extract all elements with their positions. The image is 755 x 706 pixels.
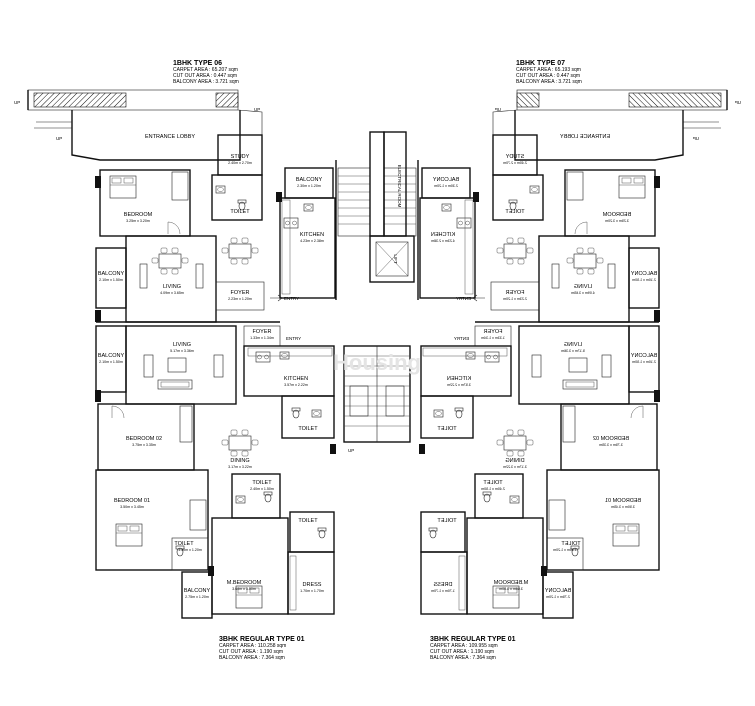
room-dimension: 3.50m x 3.45m xyxy=(120,505,144,509)
room-label: TOILET xyxy=(252,480,272,486)
unit-area-line: CUT OUT AREA : 1.190 sqm xyxy=(430,649,494,655)
unit-area-line: BALCONY AREA : 3.721 sqm xyxy=(173,79,239,85)
room-dimension: 2.10m x 1.50m xyxy=(99,278,123,282)
entry-label: ENTRY xyxy=(286,336,301,341)
room-dimension: 3.60m x 3.50m xyxy=(232,587,256,591)
room-label: LIVING xyxy=(163,284,181,290)
room-dimension: 1.50m x 1.20m xyxy=(178,548,202,552)
room-label: FOYER xyxy=(231,290,250,296)
room-dimension: 3.57m x 2.22m xyxy=(284,383,308,387)
unit-area-line: CUT OUT AREA : 0.447 sqm xyxy=(173,73,237,79)
unit-area-line: CARPET AREA : 109.955 sqm xyxy=(430,643,498,649)
room-dimension: 1.70m x 1.70m xyxy=(300,589,324,593)
room-dimension: 2.40m x 2.70m xyxy=(228,161,252,165)
room-label: STUDY xyxy=(231,154,250,160)
unit-title: 3BHK REGULAR TYPE 01 xyxy=(219,636,305,643)
unit-area-line: CUT OUT AREA : 1.190 sqm xyxy=(219,649,283,655)
room-label: BALCONY xyxy=(296,177,323,183)
unit-area-line: BALCONY AREA : 7.364 sqm xyxy=(219,655,285,661)
central-core: ELECTRICAL ROOM LIFT UP xyxy=(335,131,419,453)
unit-header-top-right: 1BHK TYPE 07 CARPET AREA : 65.193 sqm CU… xyxy=(516,60,582,85)
unit-title: 3BHK REGULAR TYPE 01 xyxy=(430,636,516,643)
room-dimension: 2.23m x 1.20m xyxy=(228,297,252,301)
room-dimension: 5.17m x 3.36m xyxy=(170,349,194,353)
entry-label: ENTRY xyxy=(284,296,299,301)
room-dimension: 3.75m x 3.35m xyxy=(132,443,156,447)
room-label: DINING xyxy=(230,458,249,464)
room-label: BALCONY xyxy=(98,353,125,359)
room-label: TOILET xyxy=(298,426,318,432)
room-label: TOILET xyxy=(298,518,318,524)
electrical-room-label: ELECTRICAL ROOM xyxy=(397,165,402,208)
room-dimension: 3.25m x 3.20m xyxy=(126,219,150,223)
room-dimension: 2.75m x 1.20m xyxy=(185,595,209,599)
unit-area-line: BALCONY AREA : 3.721 sqm xyxy=(516,79,582,85)
room-label: KITCHEN xyxy=(284,376,308,382)
unit-area-line: BALCONY AREA : 7.364 sqm xyxy=(430,655,496,661)
floor-plan-left-half: ENTRANCE LOBBY STUDY 2.40m x 2.70m BEDRO… xyxy=(14,89,336,619)
unit-title: 1BHK TYPE 07 xyxy=(516,60,565,67)
room-label: BEDROOM xyxy=(124,212,153,218)
room-label: M.BEDROOM xyxy=(227,580,262,586)
unit-area-line: CARPET AREA : 65.193 sqm xyxy=(516,67,581,73)
unit-header-bottom-left: 3BHK REGULAR TYPE 01 CARPET AREA : 110.2… xyxy=(219,636,305,661)
up-label: UP xyxy=(348,448,354,453)
unit-area-line: CARPET AREA : 110.258 sqm xyxy=(219,643,286,649)
room-dimension: 2.10m x 1.50m xyxy=(99,360,123,364)
room-label: ENTRANCE LOBBY xyxy=(145,134,195,140)
floor-plan-right-half xyxy=(419,90,741,618)
up-label: UP xyxy=(56,136,62,141)
room-dimension: 2.40m x 1.50m xyxy=(250,487,274,491)
room-label: BEDROOM 02 xyxy=(126,436,162,442)
room-label: TOILET xyxy=(230,209,250,215)
room-label: BEDROOM 01 xyxy=(114,498,150,504)
room-label: TOILET xyxy=(174,541,194,547)
room-dimension: 4.09m x 3.65m xyxy=(160,291,184,295)
up-label: UP xyxy=(254,107,260,112)
unit-header-top-left: 1BHK TYPE 06 CARPET AREA : 65.207 sqm CU… xyxy=(173,60,239,85)
room-label: KITCHEN xyxy=(300,232,324,238)
lift-label: LIFT xyxy=(393,254,398,264)
room-label: BALCONY xyxy=(184,588,211,594)
room-label: DRESS xyxy=(303,582,322,588)
room-label: LIVING xyxy=(173,342,191,348)
unit-header-bottom-right: 3BHK REGULAR TYPE 01 CARPET AREA : 109.9… xyxy=(430,636,516,661)
room-dimension: 2.30m x 1.20m xyxy=(297,184,321,188)
up-label: UP xyxy=(14,100,20,105)
room-label: FOYER xyxy=(253,329,272,335)
unit-title: 1BHK TYPE 06 xyxy=(173,60,222,67)
watermark: Housing xyxy=(333,350,421,375)
room-dimension: 4.23m x 2.38m xyxy=(300,239,324,243)
room-label: BALCONY xyxy=(98,271,125,277)
unit-area-line: CUT OUT AREA : 0.447 sqm xyxy=(516,73,580,79)
room-dimension: 1.33m x 1.34m xyxy=(250,336,274,340)
room-dimension: 3.17m x 3.22m xyxy=(228,465,252,469)
unit-area-line: CARPET AREA : 65.207 sqm xyxy=(173,67,238,73)
